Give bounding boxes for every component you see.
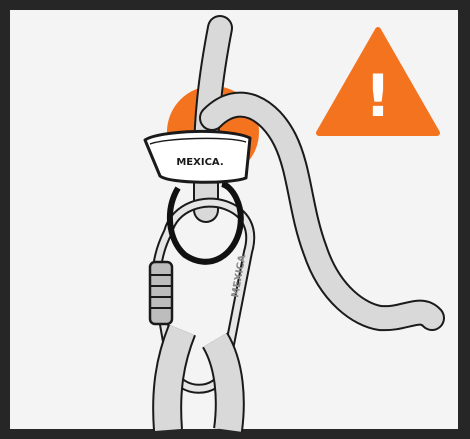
rope-bottom <box>167 330 230 430</box>
warning-exclamation: ! <box>365 62 391 130</box>
device-brand-label: MEXICA. <box>176 157 223 168</box>
carabiner-locking-sleeve <box>150 262 172 324</box>
